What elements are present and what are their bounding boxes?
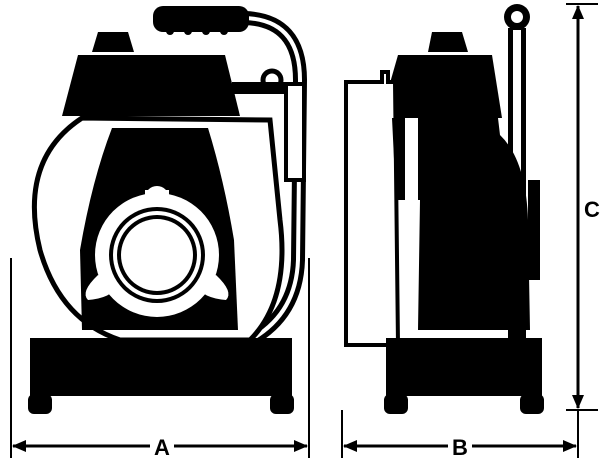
pump-side-view-icon	[344, 4, 544, 414]
dimension-label-b: B	[452, 435, 468, 460]
dimension-label-c: C	[584, 197, 600, 222]
pump-front-view-icon	[28, 6, 308, 414]
dimension-label-a: A	[154, 435, 170, 460]
front-base-skid	[30, 338, 292, 396]
handle-grip	[153, 6, 249, 32]
dimension-lines	[10, 3, 598, 458]
side-base-skid	[386, 338, 542, 396]
